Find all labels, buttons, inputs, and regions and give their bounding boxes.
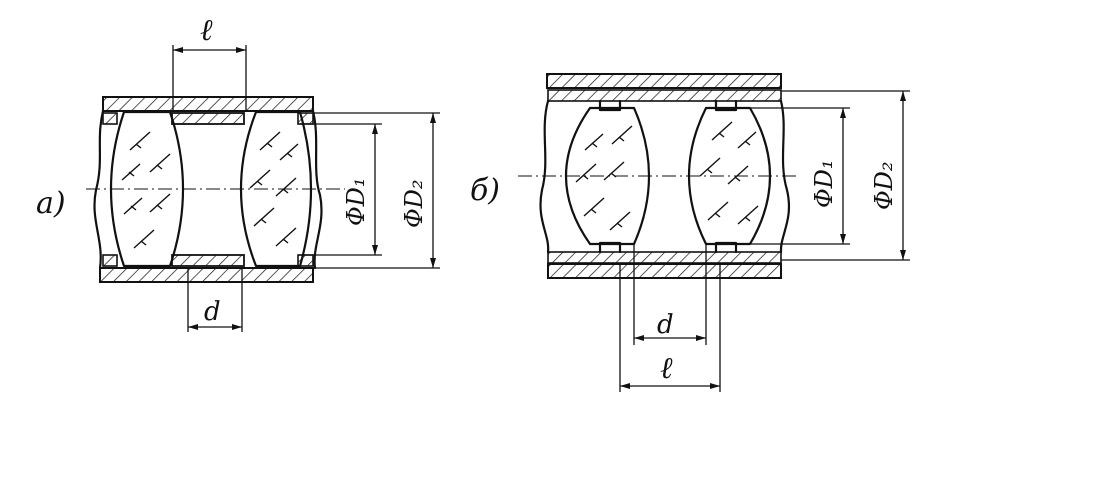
spacer-ring-top-a xyxy=(171,112,245,125)
inner-sleeve-bottom-b xyxy=(547,251,782,264)
retainer-left-bottom-a xyxy=(102,254,118,267)
barrel-wall-top-b xyxy=(546,73,782,89)
barrel-wall-top-a xyxy=(102,96,314,112)
figure-a: ℓ d ΦD₁ ΦD₂ a) xyxy=(36,13,440,332)
dim-d-b: d xyxy=(657,310,674,340)
dim-D1-a: ΦD₁ xyxy=(342,177,370,226)
figure-b: d ℓ ΦD₁ ΦD₂ б) xyxy=(470,73,910,392)
barrel-wall-bottom-a xyxy=(99,267,314,283)
dim-l-a: ℓ xyxy=(200,13,213,48)
retainer-left-top-a xyxy=(102,112,118,125)
dim-D2-b: ΦD₂ xyxy=(870,161,898,210)
dim-l-b: ℓ xyxy=(660,351,673,386)
inner-sleeve-top-b xyxy=(547,89,782,102)
lens-right-a xyxy=(239,110,313,268)
dim-d-a: d xyxy=(204,297,221,327)
dim-D1-b: ΦD₁ xyxy=(810,159,838,208)
panel-label-a: a) xyxy=(36,186,66,221)
spacer-ring-bottom-a xyxy=(171,254,245,267)
dim-D2-a: ΦD₂ xyxy=(400,179,428,228)
lens-left-a xyxy=(109,110,185,268)
panel-label-b: б) xyxy=(470,173,500,208)
barrel-wall-bottom-b xyxy=(547,263,782,279)
